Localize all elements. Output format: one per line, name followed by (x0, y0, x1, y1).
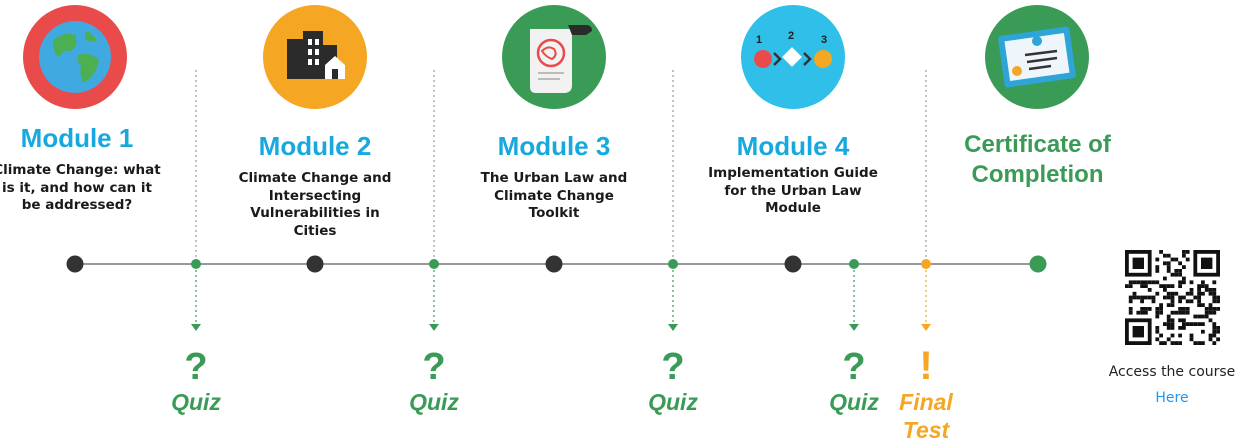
quiz-4-label: Quiz (829, 389, 879, 415)
access-course-link[interactable]: Here (1155, 390, 1189, 406)
module-2-icon (263, 5, 367, 109)
qr-code-graphic (1125, 250, 1220, 345)
final-test-mark: ! (919, 344, 933, 388)
step-3-marker (814, 50, 832, 68)
arrowhead-down (191, 324, 201, 331)
quiz-1-label: Quiz (171, 389, 221, 415)
timeline-node-certificate (1029, 255, 1047, 273)
quiz-3-label: Quiz (648, 389, 698, 415)
module-3-icon (502, 5, 606, 109)
timeline-node-quiz-4 (849, 259, 859, 269)
module-1-icon (23, 5, 127, 109)
arrowhead-down (429, 324, 439, 331)
process-steps-icon: 1 2 3 (741, 5, 845, 109)
timeline-node-final-test (921, 259, 931, 269)
arrowhead-down (849, 324, 859, 331)
quiz-2-label: Quiz (409, 389, 459, 415)
quiz-2-mark: ? (422, 346, 446, 388)
step-1-marker (754, 50, 772, 68)
module-3-title: Module 3 (497, 131, 611, 161)
timeline-node-module-4 (784, 255, 802, 273)
quiz-3-mark: ? (661, 346, 685, 388)
timeline-node-module-3 (545, 255, 563, 273)
timeline-node-quiz-1 (191, 259, 201, 269)
certificate-title: Certificate of Completion (964, 131, 1111, 188)
timeline-node-quiz-3 (668, 259, 678, 269)
step-1-number: 1 (756, 34, 762, 46)
module-2-title: Module 2 (258, 131, 372, 161)
module-1-title: Module 1 (20, 123, 134, 153)
module-1-description: Climate Change: what is it, and how can … (0, 162, 161, 213)
arrowhead-down-final (921, 324, 931, 331)
step-2-number: 2 (788, 30, 794, 42)
scroll-document-icon (502, 5, 606, 109)
globe-icon (23, 5, 127, 109)
timeline-node-module-1 (66, 255, 84, 273)
city-buildings-icon (263, 5, 367, 109)
module-4-description: Implementation Guide for the Urban Law M… (708, 165, 878, 216)
quiz-4-mark: ? (842, 346, 866, 388)
qr-code-icon[interactable] (1125, 250, 1220, 345)
timeline-node-module-2 (306, 255, 324, 273)
certificate-icon-wrap (985, 5, 1089, 109)
timeline-node-quiz-2 (429, 259, 439, 269)
arrowhead-down (668, 324, 678, 331)
quiz-1-mark: ? (184, 346, 208, 388)
module-4-title: Module 4 (736, 131, 850, 161)
module-4-icon: 1 2 3 (741, 5, 845, 109)
access-course-text: Access the course (1108, 364, 1236, 380)
module-3-description: The Urban Law and Climate Change Toolkit (480, 170, 628, 221)
final-test-label: Final Test (899, 389, 953, 443)
certificate-icon (985, 5, 1089, 109)
step-3-number: 3 (821, 34, 827, 46)
module-2-description: Climate Change and Intersecting Vulnerab… (238, 170, 392, 239)
